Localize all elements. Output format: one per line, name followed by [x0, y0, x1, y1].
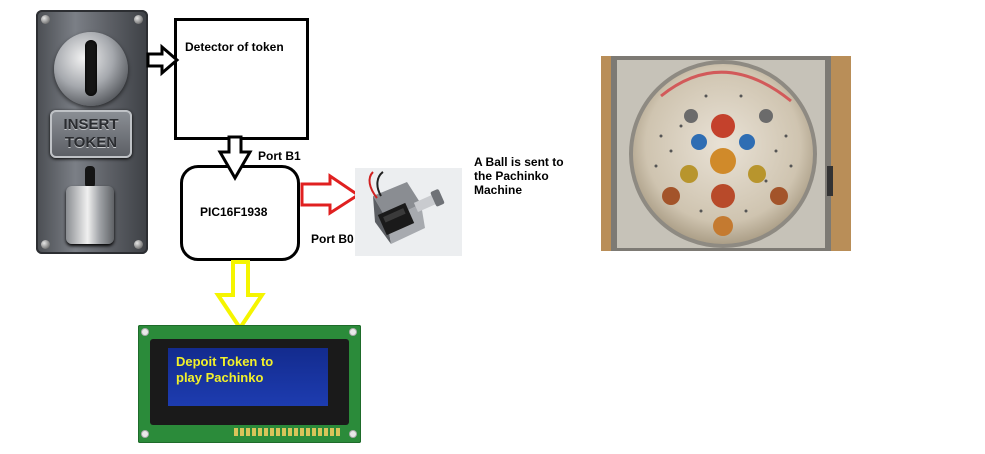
port-b0-label: Port B0: [311, 232, 354, 246]
arrow-pic-to-solenoid: [300, 173, 361, 216]
ball-sent-label: A Ball is sent to the Pachinko Machine: [474, 155, 564, 197]
return-slot: [85, 166, 95, 188]
mount-hole: [142, 329, 148, 335]
screw-icon: [41, 240, 50, 249]
lcd-line: play Pachinko: [176, 370, 264, 385]
detector-label: Detector of token: [185, 40, 284, 54]
insert-token-plate: INSERT TOKEN: [50, 110, 132, 158]
screw-icon: [134, 15, 143, 24]
pachinko-machine-image: [601, 56, 851, 251]
lcd-pin-header: [234, 428, 342, 436]
solenoid-icon: [355, 168, 462, 256]
plate-line: TOKEN: [64, 134, 118, 151]
detector-block: Detector of token: [174, 18, 309, 140]
coin-slot: [85, 40, 97, 96]
arrow-detector-to-pic: [217, 135, 253, 182]
solenoid-image: [355, 168, 462, 256]
plate-line: INSERT: [63, 116, 119, 133]
ball-sent-line: the Pachinko: [474, 169, 549, 183]
lcd-screen: Depoit Token to play Pachinko: [168, 348, 328, 406]
pic-label: PIC16F1938: [200, 205, 268, 219]
coin-acceptor-image: INSERT TOKEN: [36, 10, 148, 254]
ball-sent-line: A Ball is sent to: [474, 155, 564, 169]
mount-hole: [350, 329, 356, 335]
screw-icon: [134, 240, 143, 249]
lcd-line: Depoit Token to: [176, 354, 274, 369]
mount-hole: [142, 431, 148, 437]
pachinko-icon: [601, 56, 851, 251]
ball-sent-line: Machine: [474, 183, 523, 197]
coin-return-button: [66, 186, 114, 244]
pic-block: PIC16F1938: [180, 165, 300, 261]
mount-hole: [350, 431, 356, 437]
arrow-pic-to-lcd: [214, 260, 266, 332]
lcd-module-image: Depoit Token to play Pachinko: [138, 325, 361, 443]
lcd-text: Depoit Token to play Pachinko: [176, 354, 273, 386]
arrow-coin-to-detector: [146, 43, 180, 77]
screw-icon: [41, 15, 50, 24]
port-b1-label: Port B1: [258, 149, 301, 163]
